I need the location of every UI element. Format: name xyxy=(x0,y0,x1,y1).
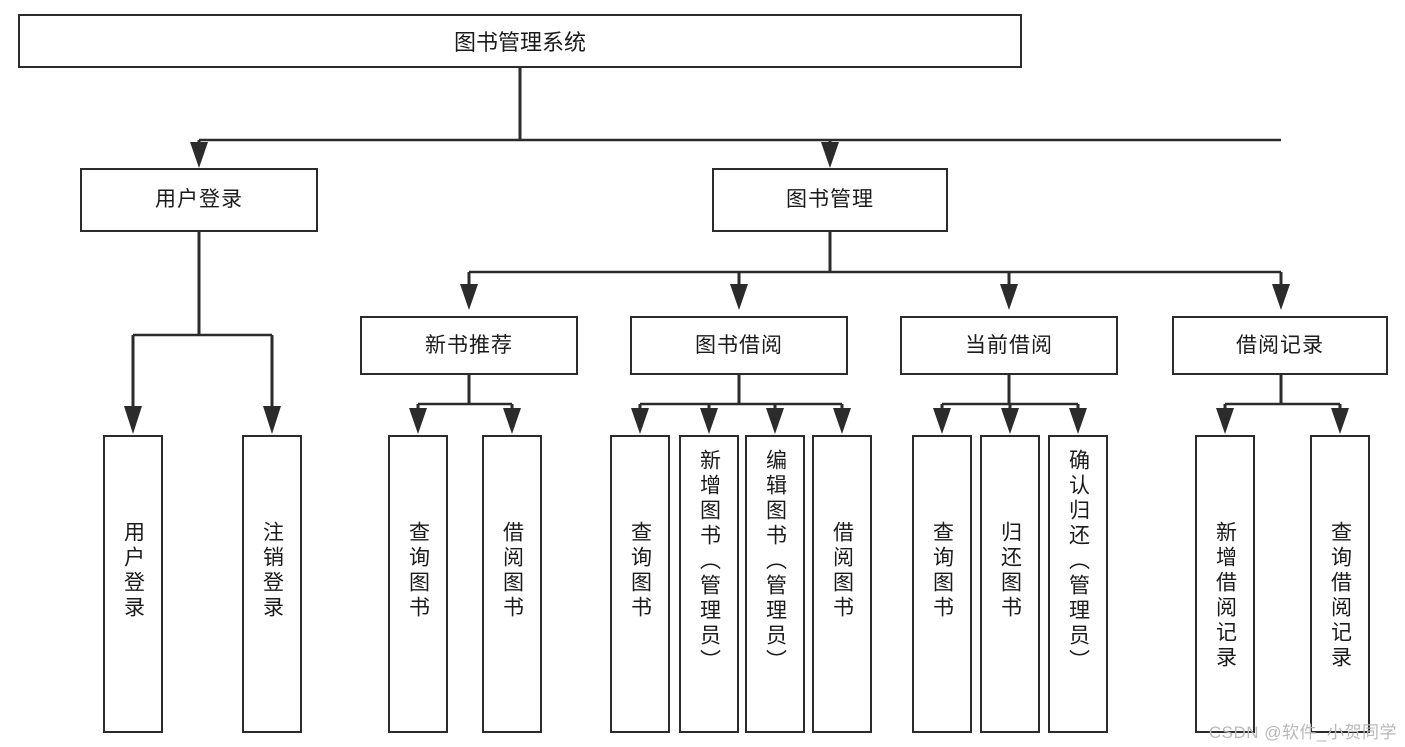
node-leaf-logout-login[interactable]: 注销登录 xyxy=(242,435,302,733)
node-leaf-add-record-label: 新增借阅记录 xyxy=(1213,521,1237,671)
node-leaf-confirm-return-label: 确认归还（管理员） xyxy=(1066,449,1090,674)
node-leaf-add-book[interactable]: 新增图书（管理员） xyxy=(679,435,739,733)
node-leaf-query-book-1-label: 查询图书 xyxy=(406,521,430,621)
node-leaf-add-record[interactable]: 新增借阅记录 xyxy=(1195,435,1255,733)
node-leaf-borrow-book-2-label: 借阅图书 xyxy=(830,521,854,621)
node-leaf-add-book-label: 新增图书（管理员） xyxy=(697,449,721,674)
node-user-login-label: 用户登录 xyxy=(155,188,243,212)
node-current-borrow[interactable]: 当前借阅 xyxy=(900,316,1118,375)
node-leaf-borrow-book-2[interactable]: 借阅图书 xyxy=(812,435,872,733)
node-leaf-query-record[interactable]: 查询借阅记录 xyxy=(1310,435,1370,733)
node-root-label: 图书管理系统 xyxy=(453,30,586,55)
node-leaf-logout-login-label: 注销登录 xyxy=(260,521,284,621)
node-user-login[interactable]: 用户登录 xyxy=(80,168,318,232)
node-leaf-query-book-3-label: 查询图书 xyxy=(930,521,954,621)
node-leaf-confirm-return[interactable]: 确认归还（管理员） xyxy=(1048,435,1108,733)
node-book-borrow-label: 图书借阅 xyxy=(695,333,783,357)
node-book-borrow[interactable]: 图书借阅 xyxy=(630,316,848,375)
node-leaf-borrow-book-1[interactable]: 借阅图书 xyxy=(482,435,542,733)
node-leaf-user-login[interactable]: 用户登录 xyxy=(103,435,163,733)
node-root[interactable]: 图书管理系统 xyxy=(18,14,1022,68)
node-book-manage[interactable]: 图书管理 xyxy=(712,168,948,232)
node-leaf-return-book[interactable]: 归还图书 xyxy=(980,435,1040,733)
node-leaf-borrow-book-1-label: 借阅图书 xyxy=(500,521,524,621)
node-leaf-query-record-label: 查询借阅记录 xyxy=(1328,521,1352,671)
node-leaf-edit-book-label: 编辑图书（管理员） xyxy=(763,449,787,674)
node-leaf-user-login-label: 用户登录 xyxy=(121,521,145,621)
node-new-book-recommend[interactable]: 新书推荐 xyxy=(360,316,578,375)
node-leaf-query-book-3[interactable]: 查询图书 xyxy=(912,435,972,733)
node-leaf-query-book-1[interactable]: 查询图书 xyxy=(388,435,448,733)
node-new-book-recommend-label: 新书推荐 xyxy=(425,333,513,357)
node-leaf-edit-book[interactable]: 编辑图书（管理员） xyxy=(745,435,805,733)
node-current-borrow-label: 当前借阅 xyxy=(965,333,1053,357)
node-borrow-record-label: 借阅记录 xyxy=(1236,333,1324,357)
node-leaf-return-book-label: 归还图书 xyxy=(998,521,1022,621)
node-book-manage-label: 图书管理 xyxy=(786,188,874,212)
node-leaf-query-book-2-label: 查询图书 xyxy=(628,521,652,621)
node-borrow-record[interactable]: 借阅记录 xyxy=(1172,316,1388,375)
node-leaf-query-book-2[interactable]: 查询图书 xyxy=(610,435,670,733)
watermark: CSDN @软件_小贺同学 xyxy=(1208,723,1397,742)
